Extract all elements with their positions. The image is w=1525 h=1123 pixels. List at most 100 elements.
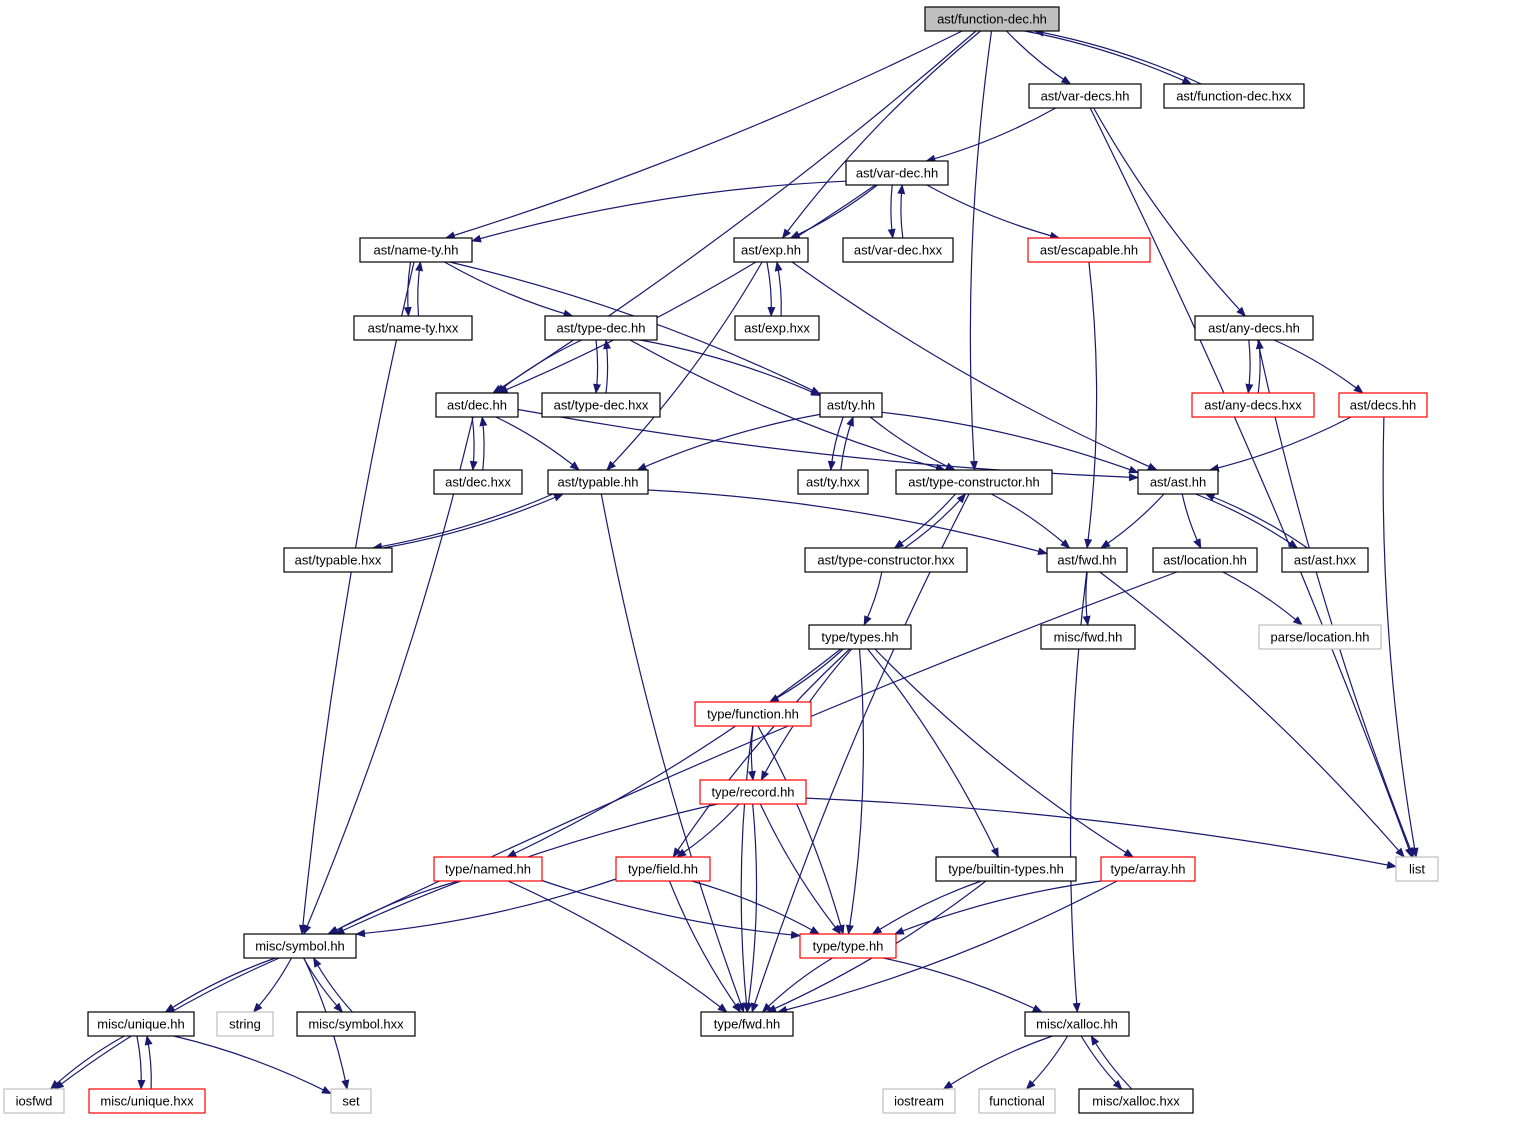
node-field-hh[interactable]: type/field.hh [615, 856, 711, 882]
node-ast-hxx[interactable]: ast/ast.hxx [1281, 547, 1369, 573]
node-record-hh[interactable]: type/record.hh [699, 779, 807, 805]
edge-array-hh-to-type-hh [893, 880, 1102, 935]
node-box [216, 1011, 274, 1037]
node-list[interactable]: list [1395, 856, 1439, 882]
node-exp-hh[interactable]: ast/exp.hh [733, 237, 809, 263]
node-box [1194, 315, 1314, 341]
node-string[interactable]: string [216, 1011, 274, 1037]
node-typable-hxx[interactable]: ast/typable.hxx [283, 547, 393, 573]
node-label: ast/exp.hh [741, 243, 801, 258]
edge-typable-hh-to-type-fwd-hh [600, 493, 745, 1013]
edge-var-decs-hh-to-any-decs-hh [1093, 107, 1246, 317]
node-function-dec-hxx[interactable]: ast/function-dec.hxx [1163, 83, 1305, 109]
node-box [882, 1088, 956, 1114]
node-xalloc-hxx[interactable]: misc/xalloc.hxx [1078, 1088, 1194, 1114]
node-label: set [342, 1094, 360, 1109]
node-label: ast/any-decs.hxx [1204, 398, 1302, 413]
node-unique-hxx[interactable]: misc/unique.hxx [88, 1088, 206, 1114]
node-ast-hh[interactable]: ast/ast.hh [1137, 469, 1219, 495]
node-var-dec-hh[interactable]: ast/var-dec.hh [845, 160, 949, 186]
node-function-hh[interactable]: type/function.hh [694, 701, 812, 727]
node-misc-fwd-hh[interactable]: misc/fwd.hh [1040, 624, 1136, 650]
node-type-fwd-hh[interactable]: type/fwd.hh [700, 1011, 794, 1037]
node-var-decs-hh[interactable]: ast/var-decs.hh [1028, 83, 1142, 109]
node-type-dec-hxx[interactable]: ast/type-dec.hxx [541, 392, 661, 418]
node-symbol-hxx[interactable]: misc/symbol.hxx [296, 1011, 416, 1037]
node-box [541, 392, 661, 418]
node-box [3, 1088, 65, 1114]
node-label: ast/type-dec.hh [557, 321, 646, 336]
node-label: ast/typable.hh [558, 475, 639, 490]
node-label: ast/ty.hh [827, 398, 875, 413]
edge-exp-hh-to-ast-hh [791, 261, 1158, 471]
node-dec-hxx[interactable]: ast/dec.hxx [433, 469, 523, 495]
edge-types-hh-to-array-hh [874, 648, 1134, 858]
node-iostream[interactable]: iostream [882, 1088, 956, 1114]
node-type-constructor-hh[interactable]: ast/type-constructor.hh [895, 469, 1053, 495]
edge-type-dec-hxx-to-type-dec-hh [603, 339, 612, 394]
node-ty-hh[interactable]: ast/ty.hh [819, 392, 883, 418]
edge-named-hh-to-symbol-hh [328, 880, 459, 935]
node-type-constructor-hxx[interactable]: ast/type-constructor.hxx [804, 547, 968, 573]
node-name-ty-hxx[interactable]: ast/name-ty.hxx [353, 315, 473, 341]
node-named-hh[interactable]: type/named.hh [433, 856, 543, 882]
node-set[interactable]: set [330, 1088, 372, 1114]
node-builtin-types-hh[interactable]: type/builtin-types.hh [935, 856, 1077, 882]
node-box [733, 237, 809, 263]
node-unique-hh[interactable]: misc/unique.hh [87, 1011, 195, 1037]
node-name-ty-hh[interactable]: ast/name-ty.hh [359, 237, 473, 263]
node-label: ast/decs.hh [1350, 398, 1417, 413]
edge-function-dec-hh-to-dec-hh [492, 30, 977, 394]
edge-fwd-hh-to-list [1099, 571, 1405, 858]
node-fwd-hh[interactable]: ast/fwd.hh [1046, 547, 1128, 573]
node-function-dec-hh[interactable]: ast/function-dec.hh [924, 6, 1060, 32]
node-label: type/types.hh [821, 630, 898, 645]
node-label: type/builtin-types.hh [948, 862, 1064, 877]
node-symbol-hh[interactable]: misc/symbol.hh [243, 933, 357, 959]
edge-types-hh-to-builtin-types-hh [867, 648, 999, 858]
node-any-decs-hxx[interactable]: ast/any-decs.hxx [1191, 392, 1315, 418]
node-type-dec-hh[interactable]: ast/type-dec.hh [544, 315, 658, 341]
node-dec-hh[interactable]: ast/dec.hh [435, 392, 519, 418]
node-xalloc-hh[interactable]: misc/xalloc.hh [1024, 1011, 1130, 1037]
edge-exp-hh-to-exp-hxx [766, 261, 776, 317]
node-label: misc/unique.hxx [100, 1094, 194, 1109]
node-parse-location-hh[interactable]: parse/location.hh [1258, 624, 1382, 650]
node-iosfwd[interactable]: iosfwd [3, 1088, 65, 1114]
edge-type-hh-to-xalloc-hh [883, 957, 1043, 1013]
node-location-hh[interactable]: ast/location.hh [1152, 547, 1258, 573]
node-label: ast/ast.hh [1150, 475, 1206, 490]
node-array-hh[interactable]: type/array.hh [1100, 856, 1196, 882]
edge-function-hh-to-type-hh [757, 725, 845, 935]
edge-name-ty-hxx-to-name-ty-hh [415, 261, 424, 317]
node-box [1100, 856, 1196, 882]
node-label: type/function.hh [707, 707, 799, 722]
node-functional[interactable]: functional [978, 1088, 1056, 1114]
edge-unique-hh-to-set [173, 1035, 332, 1095]
node-decs-hh[interactable]: ast/decs.hh [1338, 392, 1428, 418]
node-ty-hxx[interactable]: ast/ty.hxx [797, 469, 869, 495]
node-any-decs-hh[interactable]: ast/any-decs.hh [1194, 315, 1314, 341]
node-exp-hxx[interactable]: ast/exp.hxx [734, 315, 820, 341]
node-box [1040, 624, 1136, 650]
edge-types-hh-to-type-hh [845, 648, 865, 935]
node-var-dec-hxx[interactable]: ast/var-dec.hxx [842, 237, 954, 263]
node-typable-hh[interactable]: ast/typable.hh [547, 469, 649, 495]
node-label: misc/xalloc.hxx [1092, 1094, 1180, 1109]
nodes-layer: ast/function-dec.hh ast/var-decs.hh ast/fu… [3, 6, 1439, 1114]
node-box [615, 856, 711, 882]
edge-var-dec-hh-to-escapable-hh [926, 184, 1061, 240]
edge-function-hh-to-type-fwd-hh [740, 725, 754, 1013]
node-escapable-hh[interactable]: ast/escapable.hh [1027, 237, 1151, 263]
edge-ty-hh-to-ty-hxx [827, 416, 844, 471]
node-box [978, 1088, 1056, 1114]
edge-xalloc-hh-to-xalloc-hxx [1080, 1035, 1123, 1090]
node-types-hh[interactable]: type/types.hh [808, 624, 912, 650]
node-box [808, 624, 912, 650]
node-box [699, 779, 807, 805]
edge-function-dec-hh-to-type-constructor-hh [969, 30, 993, 471]
node-label: ast/typable.hxx [295, 553, 382, 568]
node-box [87, 1011, 195, 1037]
node-type-hh[interactable]: type/type.hh [799, 933, 897, 959]
